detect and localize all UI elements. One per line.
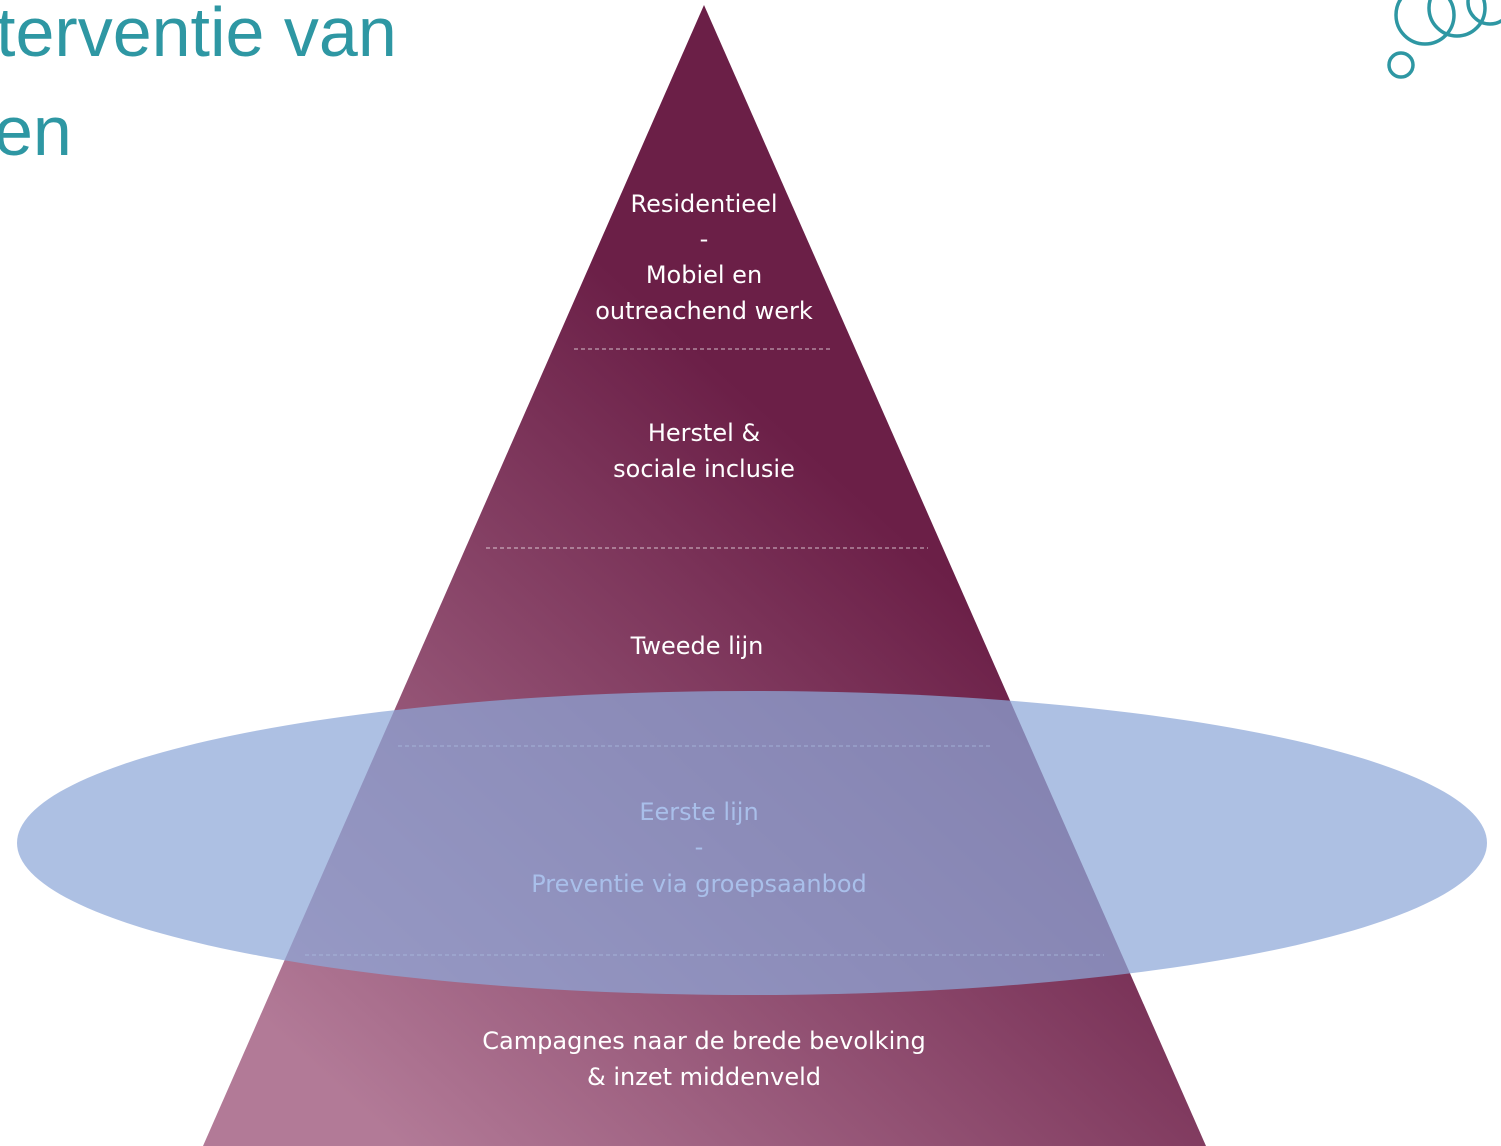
logo-circle <box>1427 0 1487 38</box>
level-label-line: Preventie via groepsaanbod <box>531 870 867 898</box>
level-label-line: Residentieel <box>630 190 777 218</box>
level-label-line: Herstel & <box>648 419 760 447</box>
slide-title-line-1: terventie van <box>0 0 397 71</box>
logo-circles <box>1387 0 1501 79</box>
level-label-line: Campagnes naar de brede bevolking <box>482 1027 925 1055</box>
level-tweede-lijn: Tweede lijn <box>630 632 764 660</box>
level-label-line: Eerste lijn <box>639 798 758 826</box>
level-label-line: Tweede lijn <box>630 632 764 660</box>
logo-circle <box>1466 0 1501 26</box>
bubbles-logo-icon <box>1387 0 1501 79</box>
logo-circle <box>1387 51 1415 79</box>
slide-title-line-2: en <box>0 92 72 170</box>
level-herstel: Herstel & sociale inclusie <box>613 419 795 483</box>
level-campagnes: Campagnes naar de brede bevolking & inze… <box>482 1027 925 1091</box>
level-label-line: outreachend werk <box>595 297 813 325</box>
level-label-line: - <box>695 833 704 861</box>
level-label-line: Mobiel en <box>646 261 762 289</box>
level-eerste-lijn: Eerste lijn - Preventie via groepsaanbod <box>531 798 867 898</box>
level-label-line: & inzet middenveld <box>587 1063 821 1091</box>
logo-circle <box>1394 0 1456 46</box>
level-label-line: sociale inclusie <box>613 455 795 483</box>
level-label-line: - <box>700 225 709 253</box>
level-residentieel: Residentieel - Mobiel en outreachend wer… <box>595 190 813 325</box>
first-line-overlay-ellipse <box>17 691 1487 995</box>
